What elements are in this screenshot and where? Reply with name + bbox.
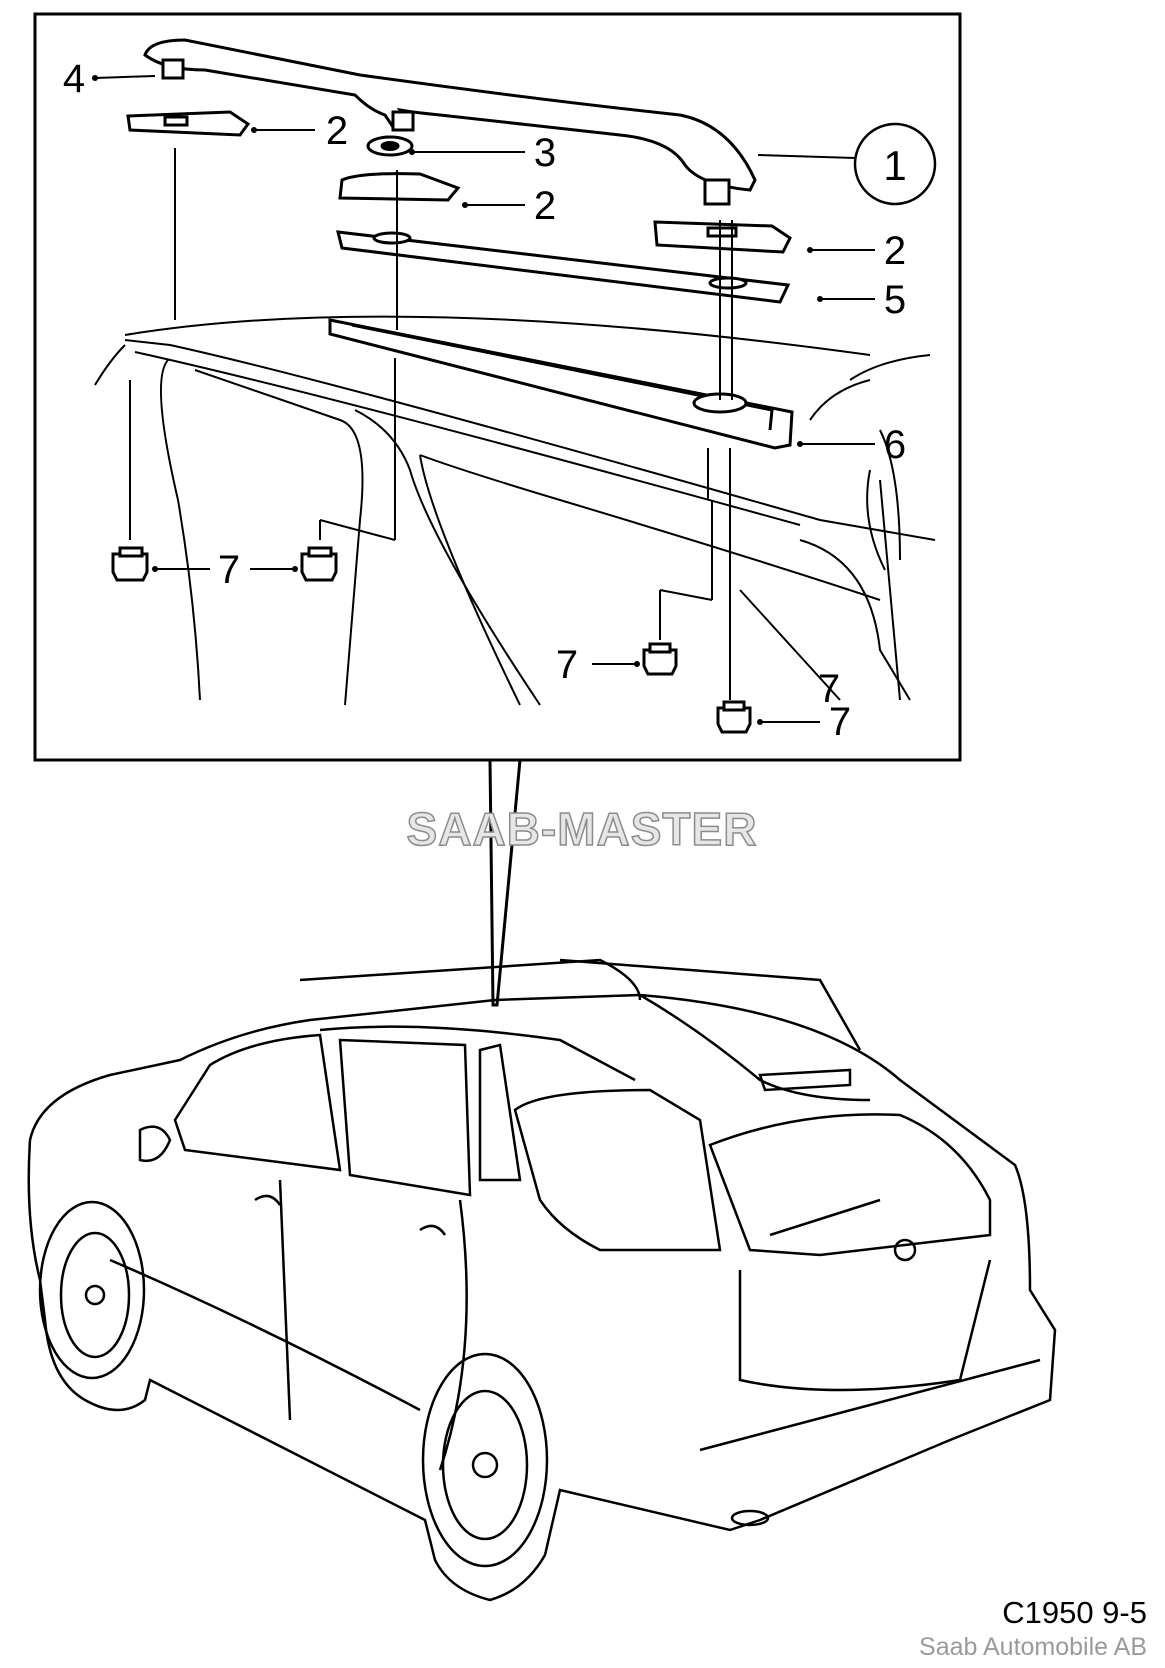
callout-1: 1: [883, 142, 906, 189]
callout-7-right: 7: [829, 700, 851, 744]
station-wagon-car: [27, 958, 1057, 1602]
manufacturer-label: Saab Automobile AB: [919, 1633, 1147, 1661]
callout-7-extra: 7: [818, 667, 840, 711]
diagram-code: C1950 9-5: [1002, 1595, 1147, 1630]
rail-spacer-pads: [126, 110, 792, 254]
callout-4: 4: [63, 57, 85, 101]
callout-2-left: 2: [326, 109, 348, 153]
nuts-7: [111, 546, 752, 734]
detail-pointer: [488, 758, 522, 1007]
roof-background: [94, 315, 936, 706]
callout-1-circle: [853, 122, 937, 206]
rail-bar-5: [336, 230, 791, 304]
callout-6: 6: [884, 423, 906, 467]
leader-lines: [129, 148, 733, 700]
callout-2-middle: 2: [534, 184, 556, 228]
callout-5: 5: [884, 278, 906, 322]
callout-7-middle: 7: [556, 643, 578, 687]
watermark: SAAB-MASTER: [407, 803, 758, 855]
channel-6: [328, 318, 794, 450]
callout-leaders: [94, 75, 875, 723]
callout-3: 3: [534, 131, 556, 175]
callout-2-right: 2: [884, 229, 906, 273]
callout-dots: [92, 75, 823, 725]
callout-7-left: 7: [218, 548, 240, 592]
roof-rail: [143, 38, 757, 206]
